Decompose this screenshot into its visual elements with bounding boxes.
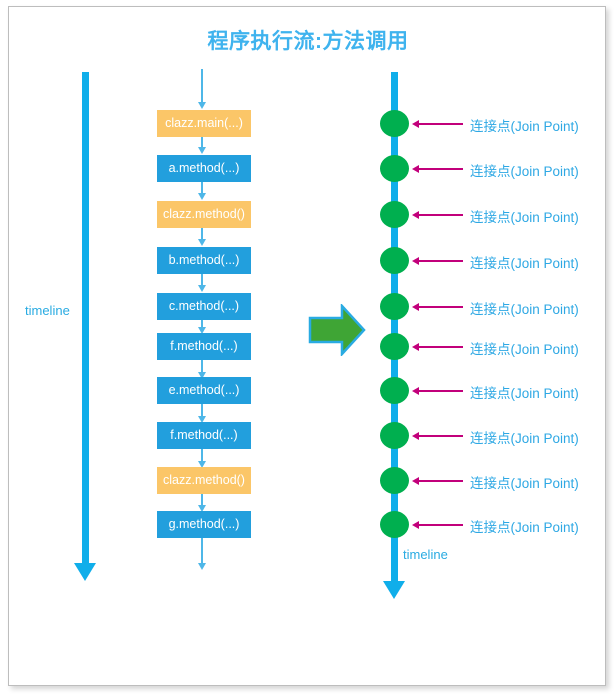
join-point-dot[interactable] [380,201,409,228]
join-point-pointer-arrowhead [412,477,419,485]
flow-connector-arrowhead [198,239,206,246]
join-point-pointer-line [418,306,463,308]
right-timeline-arrowhead [383,581,405,599]
flow-connector-arrowhead [198,372,206,379]
join-point-dot[interactable] [380,155,409,182]
right-arrow-icon [308,302,366,361]
flow-connector-arrowhead [198,193,206,200]
flow-connector-arrowhead [198,563,206,570]
flow-connector [201,360,203,373]
join-point-label: 连接点(Join Point) [470,119,579,134]
join-point-label: 连接点(Join Point) [470,256,579,271]
flow-connector [201,449,203,462]
join-point-pointer-line [418,214,463,216]
join-point-label: 连接点(Join Point) [470,164,579,179]
left-timeline-label: timeline [25,303,70,318]
flow-step-box[interactable]: c.method(...) [157,293,251,320]
join-point-dot[interactable] [380,377,409,404]
flow-step-box[interactable]: f.method(...) [157,422,251,449]
flow-step-box[interactable]: clazz.method() [157,201,251,228]
join-point-dot[interactable] [380,467,409,494]
join-point-pointer-arrowhead [412,521,419,529]
join-point-dot[interactable] [380,247,409,274]
join-point-dot[interactable] [380,293,409,320]
join-point-dot[interactable] [380,511,409,538]
flow-connector-arrowhead [198,505,206,512]
right-timeline-bar [391,72,398,582]
flow-step-box[interactable]: e.method(...) [157,377,251,404]
flow-step-box[interactable]: a.method(...) [157,155,251,182]
join-point-pointer-line [418,260,463,262]
join-point-label: 连接点(Join Point) [470,431,579,446]
join-point-label: 连接点(Join Point) [470,520,579,535]
flow-connector [201,494,203,506]
join-point-pointer-arrowhead [412,257,419,265]
join-point-pointer-line [418,168,463,170]
flow-connector [201,137,203,148]
join-point-label: 连接点(Join Point) [470,210,579,225]
flow-step-box[interactable]: b.method(...) [157,247,251,274]
join-point-pointer-arrowhead [412,387,419,395]
flow-connector-arrowhead [198,416,206,423]
join-point-pointer-line [418,480,463,482]
join-point-pointer-line [418,346,463,348]
left-timeline-bar [82,72,89,564]
flow-connector [201,538,203,564]
flow-connector [201,274,203,286]
left-timeline-arrowhead [74,563,96,581]
join-point-pointer-arrowhead [412,165,419,173]
flow-connector-arrowhead [198,147,206,154]
flow-connector-arrowhead [198,327,206,334]
join-point-pointer-arrowhead [412,343,419,351]
join-point-pointer-arrowhead [412,432,419,440]
join-point-dot[interactable] [380,333,409,360]
join-point-pointer-line [418,524,463,526]
join-point-pointer-line [418,390,463,392]
flow-step-box[interactable]: g.method(...) [157,511,251,538]
join-point-pointer-arrowhead [412,303,419,311]
flow-connector [201,320,203,328]
flow-step-box[interactable]: clazz.method() [157,467,251,494]
flow-connector-arrowhead [198,461,206,468]
join-point-pointer-line [418,435,463,437]
right-timeline-label: timeline [403,547,448,562]
join-point-pointer-line [418,123,463,125]
flow-step-box[interactable]: clazz.main(...) [157,110,251,137]
join-point-pointer-arrowhead [412,120,419,128]
flow-connector [201,404,203,417]
flow-connector [201,182,203,194]
join-point-label: 连接点(Join Point) [470,302,579,317]
flow-connector [201,69,203,103]
join-point-label: 连接点(Join Point) [470,386,579,401]
flow-connector [201,228,203,240]
flow-connector-arrowhead [198,285,206,292]
join-point-dot[interactable] [380,110,409,137]
page-title: 程序执行流:方法调用 [207,30,409,53]
join-point-pointer-arrowhead [412,211,419,219]
diagram-card: 程序执行流:方法调用 timeline clazz.main(...) a.me… [8,6,606,686]
join-point-label: 连接点(Join Point) [470,476,579,491]
join-point-dot[interactable] [380,422,409,449]
flow-step-box[interactable]: f.method(...) [157,333,251,360]
flow-connector-arrowhead [198,102,206,109]
join-point-label: 连接点(Join Point) [470,342,579,357]
